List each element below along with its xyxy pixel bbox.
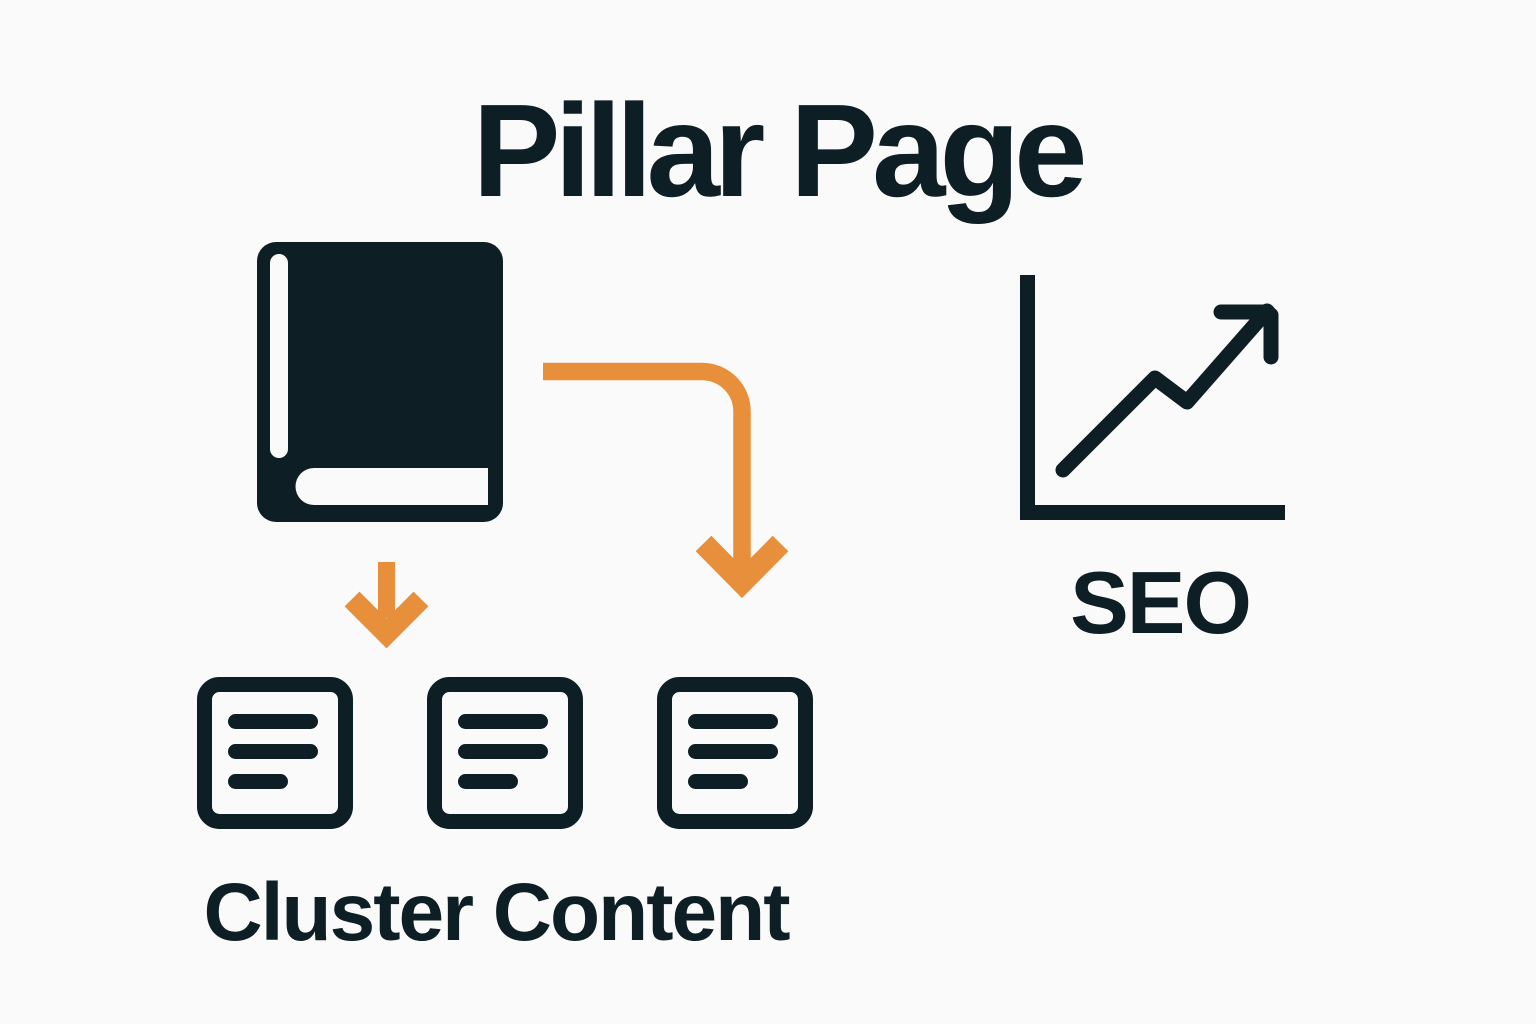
document-icon xyxy=(197,677,353,829)
book-icon xyxy=(257,242,503,522)
document-text-line xyxy=(228,774,288,789)
document-text-line xyxy=(228,714,318,729)
document-icon xyxy=(657,677,813,829)
cluster-label: Cluster Content xyxy=(203,867,791,958)
document-text-line xyxy=(688,774,748,789)
document-icon xyxy=(427,677,583,829)
chart-trend-line xyxy=(1055,303,1275,478)
document-text-line xyxy=(688,744,778,759)
document-text-line xyxy=(458,714,548,729)
document-text-line xyxy=(228,744,318,759)
document-text-line xyxy=(688,714,778,729)
document-text-line xyxy=(458,744,548,759)
book-cover xyxy=(257,242,503,522)
down-arrow-head xyxy=(344,591,429,649)
elbow-arrow-stem xyxy=(543,362,751,586)
down-arrow-icon xyxy=(344,562,429,649)
book-pages xyxy=(295,468,488,505)
document-text-line xyxy=(458,774,518,789)
elbow-arrow-head xyxy=(695,535,789,599)
book-spine-highlight xyxy=(270,254,288,458)
diagram-title: Pillar Page xyxy=(472,77,1087,224)
seo-label: SEO xyxy=(1070,553,1252,652)
document-outline xyxy=(427,677,583,829)
chart-axes xyxy=(1020,275,1285,520)
growth-chart-icon xyxy=(1020,275,1285,520)
document-outline xyxy=(197,677,353,829)
document-outline xyxy=(657,677,813,829)
elbow-arrow-icon xyxy=(543,362,789,599)
